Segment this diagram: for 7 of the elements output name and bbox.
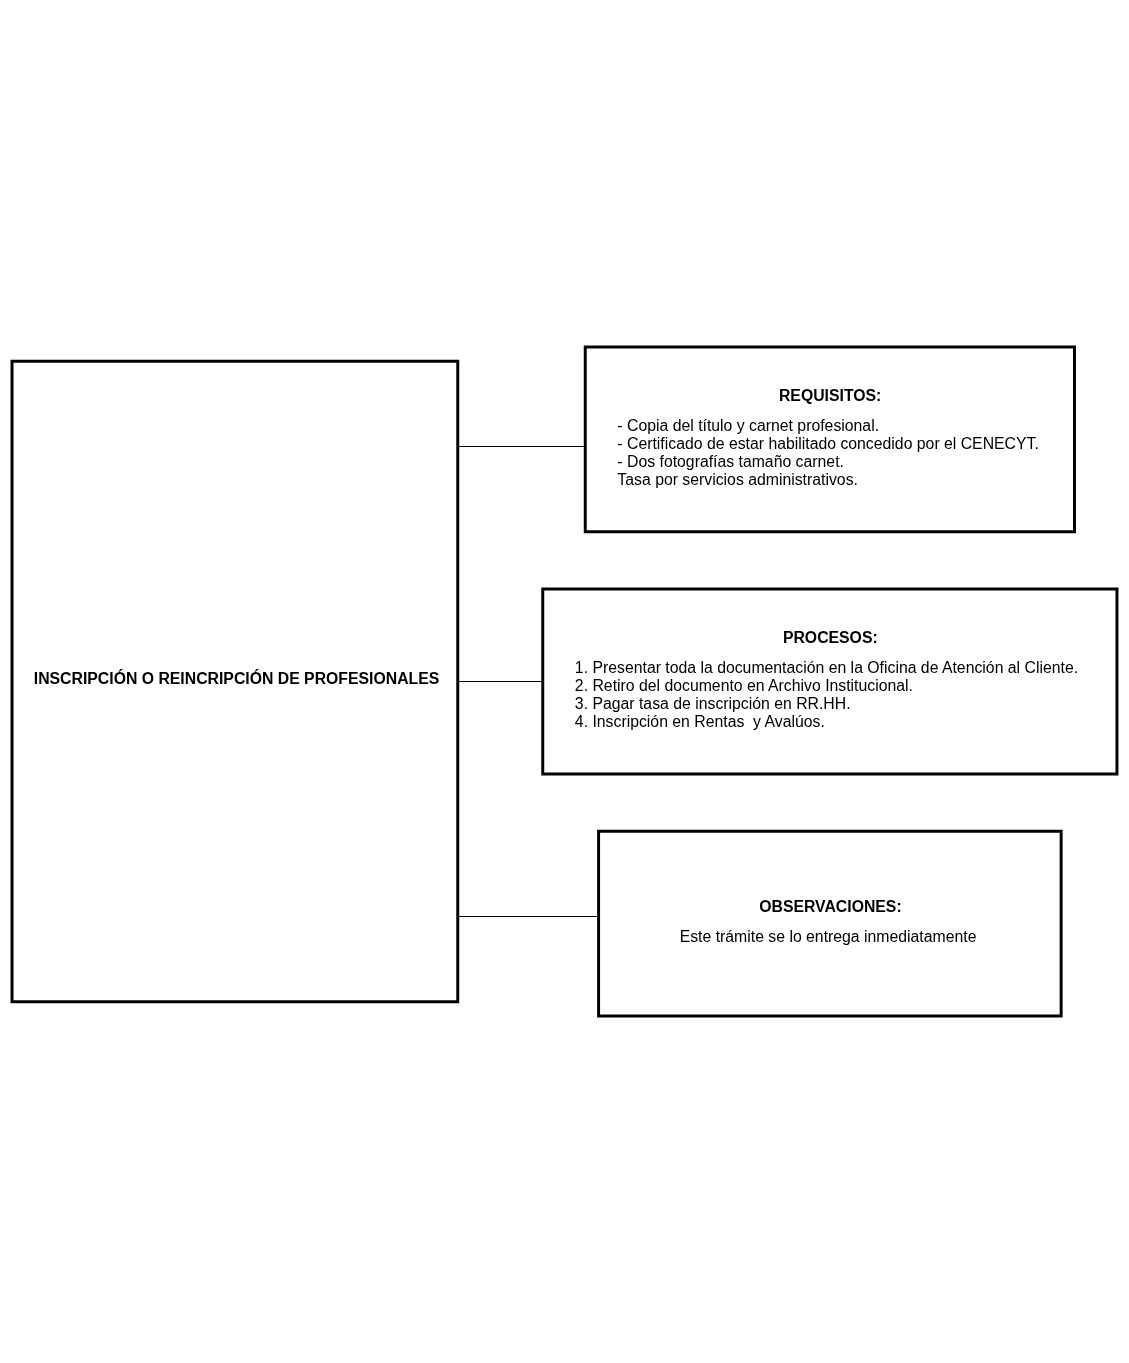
connector xyxy=(457,445,586,448)
node-box: PROCESOS: 1. Presentar toda la documentación en la Oficina de Atención al Cliente. 2. Retiro del documento en Archivo Institucional. 3. Pagar tasa de inscripción en RR.HH. 4. Inscripción en Rentas y Avalúos. xyxy=(541,587,1119,776)
node-box: INSCRIPCIÓN O REINCRIPCIÓN DE PROFESIONALES xyxy=(10,359,460,1004)
connector xyxy=(457,915,600,918)
connector xyxy=(457,680,544,683)
node-box: OBSERVACIONES: Este trámite se lo entrega inmediatamente xyxy=(597,829,1063,1018)
node-box: REQUISITOS: - Copia del título y carnet profesional. - Certificado de estar habilitado concedido por el CENECYT. - Dos fotografías tamaño carnet. Tasa por servicios administrativos. xyxy=(583,345,1076,534)
